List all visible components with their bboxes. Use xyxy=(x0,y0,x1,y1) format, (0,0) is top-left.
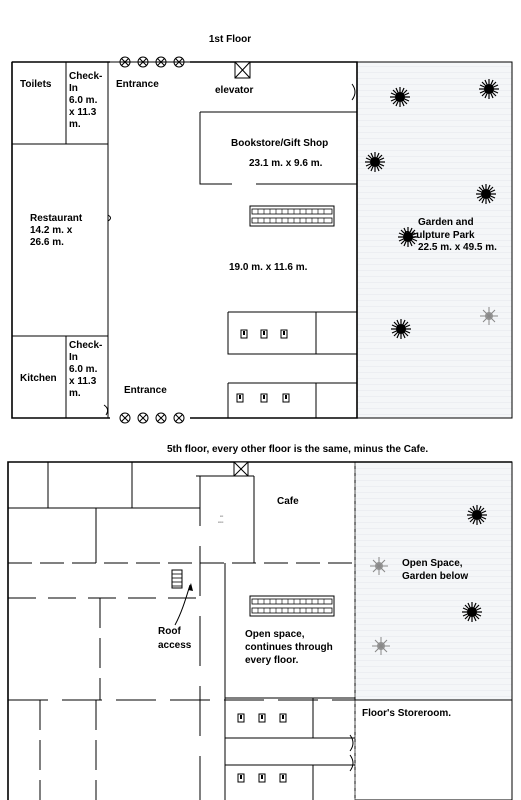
kitchen-label: Kitchen xyxy=(20,373,57,384)
bookstore-label: Bookstore/Gift Shop 23.1 m. x 9.6 m. xyxy=(231,138,331,169)
roof-access-label: Roof access xyxy=(158,626,192,651)
open-space-garden-label: Open Space, Garden below xyxy=(402,558,468,582)
bookstore-walls xyxy=(199,111,357,185)
floor1-stairs xyxy=(249,205,335,227)
svg-text:▪▪▪▪▪: ▪▪▪▪▪ xyxy=(218,520,223,524)
cafe-label: Cafe xyxy=(277,496,299,507)
seating-area-bottom xyxy=(227,382,357,418)
checkin-top-label: Check- In 6.0 m. x 11.3 m. xyxy=(69,71,105,130)
floor5-outer-wall xyxy=(7,461,512,800)
open-space-label: Open space, continues through every floo… xyxy=(245,629,336,666)
entrance-bottom-turnstiles xyxy=(119,412,185,424)
toilets-label: Toilets xyxy=(20,79,52,90)
storeroom-label: Floor's Storeroom. xyxy=(362,708,451,719)
floor5-plan: 5th floor, every other floor is the same… xyxy=(7,444,513,800)
floor5-seating-top xyxy=(225,697,355,739)
hall-dimensions-label: 19.0 m. x 11.6 m. xyxy=(229,262,308,273)
floor1-title: 1st Floor xyxy=(209,34,251,45)
toilets-room xyxy=(11,61,67,145)
floor5-seating-bottom xyxy=(225,764,355,800)
floor5-title: 5th floor, every other floor is the same… xyxy=(167,444,428,455)
entrance-top-label: Entrance xyxy=(116,79,159,90)
checkin-bottom-label: Check- In 6.0 m. x 11.3 m. xyxy=(69,340,105,399)
entrance-bottom-label: Entrance xyxy=(124,385,167,396)
office-partitions xyxy=(8,462,355,800)
garden-label: Garden and Sculpture Park 22.5 m. x 49.5… xyxy=(404,217,497,253)
floor5-stairs xyxy=(249,595,335,617)
entrance-top-turnstiles xyxy=(110,56,190,68)
svg-text:▪▪▪: ▪▪▪ xyxy=(220,514,223,518)
restaurant-label: Restaurant 14.2 m. x 26.6 m. xyxy=(30,213,85,248)
checkin-bottom-room xyxy=(65,335,109,419)
elevator-label: elevator xyxy=(215,85,253,96)
roof-access-stairs xyxy=(171,569,193,626)
floor1-plan: 1st Floor xyxy=(11,34,513,424)
seating-area-top xyxy=(227,311,357,355)
